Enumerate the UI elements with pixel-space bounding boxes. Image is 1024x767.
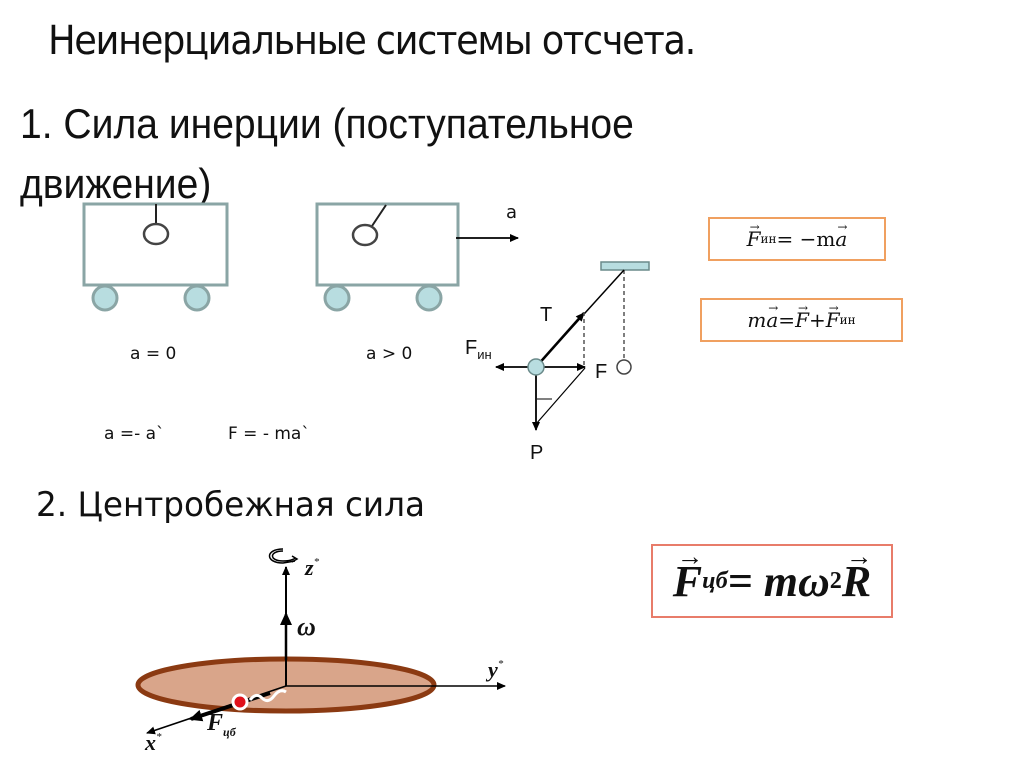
section-2-heading: 2. Центробежная сила — [36, 485, 425, 525]
cart-accelerating — [315, 202, 519, 312]
pendulum-force-diagram — [495, 261, 650, 431]
newton-law-formula: ma = F + Fин — [700, 298, 903, 342]
inertial-force-label: Fин — [465, 337, 492, 362]
resultant-force-label: F — [595, 361, 608, 383]
tension-label: T — [540, 304, 553, 326]
rotation-icon — [271, 550, 296, 562]
y-axis-label: y* — [488, 657, 504, 682]
x-axis-label: x* — [145, 730, 162, 755]
force-relation: F = - ma` — [228, 424, 310, 444]
slide-title: Неинерциальные системы отсчета. — [48, 18, 696, 64]
acceleration-label: a — [506, 202, 518, 223]
centrifugal-force-label: Fцб — [207, 710, 236, 739]
z-axis-label: z* — [305, 555, 320, 580]
section-1-heading: 1. Сила инерции (поступательное движение… — [20, 100, 634, 207]
cart-accel-label: a > 0 — [366, 344, 413, 364]
tension-arrow — [535, 312, 585, 368]
centrifugal-force-formula: Fцб = mω2 R — [651, 544, 893, 618]
cart-at-rest — [82, 202, 229, 312]
acceleration-relation: a =- a` — [104, 424, 165, 444]
weight-label: P — [530, 442, 544, 464]
centrifugal-force-arrow — [189, 691, 271, 722]
rotating-disk-diagram — [135, 548, 506, 735]
omega-label: ω — [297, 612, 316, 641]
cart-rest-label: a = 0 — [130, 344, 177, 364]
inertial-force-formula: Fин = −m a — [708, 217, 886, 261]
mass-point — [231, 693, 249, 711]
